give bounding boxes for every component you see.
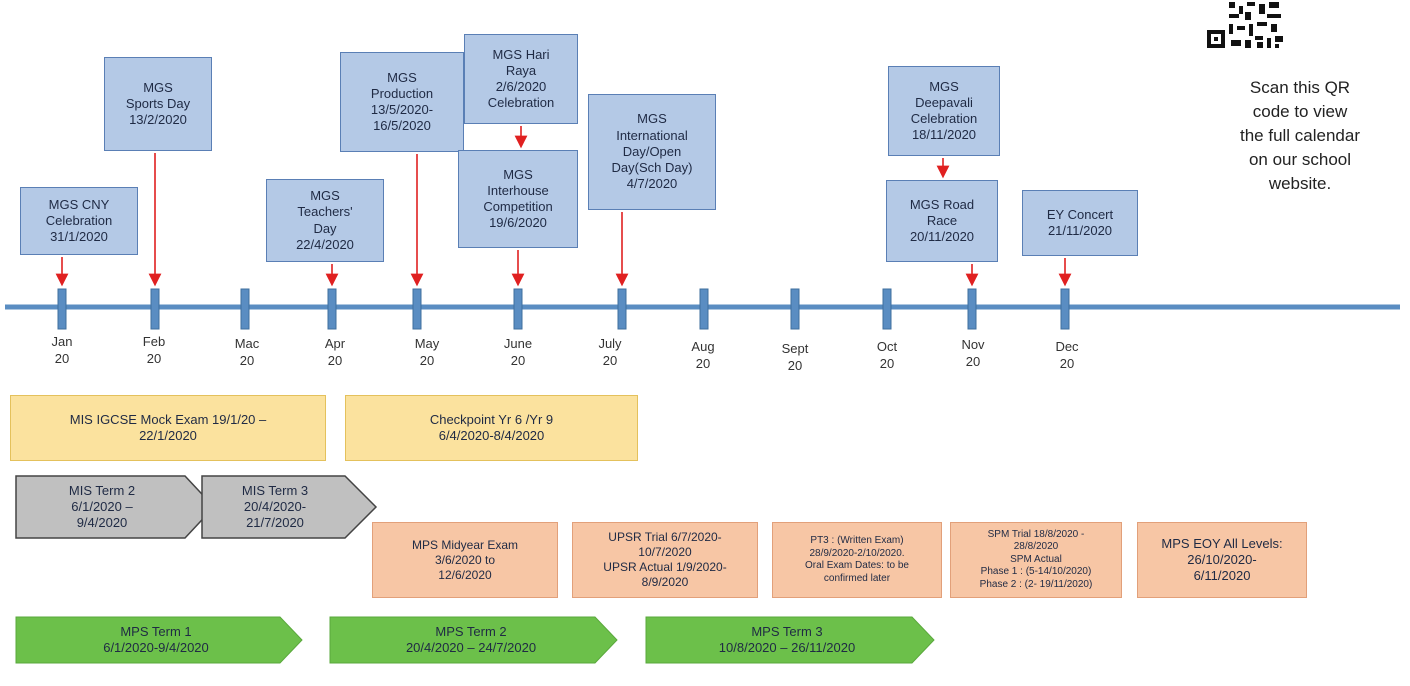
month-tick bbox=[327, 288, 337, 330]
event-box: MGS International Day/Open Day(Sch Day) … bbox=[588, 94, 716, 210]
month-tick bbox=[790, 288, 800, 330]
mps-exam-box: PT3 : (Written Exam) 28/9/2020-2/10/2020… bbox=[772, 522, 942, 598]
event-box: EY Concert 21/11/2020 bbox=[1022, 190, 1138, 256]
month-label-may: May 20 bbox=[414, 336, 440, 368]
mis-term-3-label: MIS Term 3 20/4/2020- 21/7/2020 bbox=[241, 482, 309, 531]
mis-term-2-arrow bbox=[15, 475, 216, 539]
mps-term-1-arrow bbox=[15, 616, 303, 664]
event-box: MGS Road Race 20/11/2020 bbox=[886, 180, 998, 262]
month-label-nov: Nov 20 bbox=[961, 337, 985, 369]
month-tick bbox=[967, 288, 977, 330]
event-box: MGS Sports Day 13/2/2020 bbox=[104, 57, 212, 151]
mis-term-3-arrow bbox=[201, 475, 378, 539]
qr-code-icon bbox=[1205, 0, 1287, 52]
qr-caption: Scan this QR code to view the full calen… bbox=[1239, 78, 1361, 193]
mis-exam-box: MIS IGCSE Mock Exam 19/1/20 – 22/1/2020 bbox=[10, 395, 326, 461]
month-label-aug: Aug 20 bbox=[691, 339, 715, 371]
event-box: MGS Production 13/5/2020- 16/5/2020 bbox=[340, 52, 464, 152]
mis-term-2-label: MIS Term 2 6/1/2020 – 9/4/2020 bbox=[68, 482, 136, 531]
mps-term-3-label: MPS Term 3 10/8/2020 – 26/11/2020 bbox=[718, 623, 856, 655]
month-tick bbox=[412, 288, 422, 330]
event-box: MGS Interhouse Competition 19/6/2020 bbox=[458, 150, 578, 248]
event-box: MGS Teachers' Day 22/4/2020 bbox=[266, 179, 384, 262]
mps-term-1-label: MPS Term 1 6/1/2020-9/4/2020 bbox=[103, 623, 209, 655]
month-tick bbox=[1060, 288, 1070, 330]
month-label-jan: Jan 20 bbox=[51, 334, 73, 366]
month-label-feb: Feb 20 bbox=[142, 334, 166, 366]
mps-exam-box: MPS EOY All Levels: 26/10/2020- 6/11/202… bbox=[1137, 522, 1307, 598]
mps-term-2-label: MPS Term 2 20/4/2020 – 24/7/2020 bbox=[405, 623, 537, 655]
event-box: MGS Hari Raya 2/6/2020 Celebration bbox=[464, 34, 578, 124]
month-label-oct: Oct 20 bbox=[876, 339, 898, 371]
event-box: MGS CNY Celebration 31/1/2020 bbox=[20, 187, 138, 255]
month-tick bbox=[57, 288, 67, 330]
mps-exam-box: SPM Trial 18/8/2020 - 28/8/2020 SPM Actu… bbox=[950, 522, 1122, 598]
mps-term-3-arrow bbox=[645, 616, 935, 664]
month-tick bbox=[617, 288, 627, 330]
mps-exam-box: MPS Midyear Exam 3/6/2020 to 12/6/2020 bbox=[372, 522, 558, 598]
event-box: MGS Deepavali Celebration 18/11/2020 bbox=[888, 66, 1000, 156]
mis-exam-box: Checkpoint Yr 6 /Yr 9 6/4/2020-8/4/2020 bbox=[345, 395, 638, 461]
month-tick bbox=[699, 288, 709, 330]
month-label-mac: Mac 20 bbox=[234, 336, 260, 368]
month-tick bbox=[882, 288, 892, 330]
month-label-june: June 20 bbox=[503, 336, 533, 368]
month-tick bbox=[240, 288, 250, 330]
mps-term-2-arrow bbox=[329, 616, 618, 664]
month-label-dec: Dec 20 bbox=[1055, 339, 1079, 371]
month-tick bbox=[150, 288, 160, 330]
month-tick bbox=[513, 288, 523, 330]
month-label-sept: Sept 20 bbox=[781, 341, 809, 373]
mps-exam-box: UPSR Trial 6/7/2020- 10/7/2020 UPSR Actu… bbox=[572, 522, 758, 598]
month-label-apr: Apr 20 bbox=[324, 336, 346, 368]
month-label-july: July 20 bbox=[598, 336, 622, 368]
